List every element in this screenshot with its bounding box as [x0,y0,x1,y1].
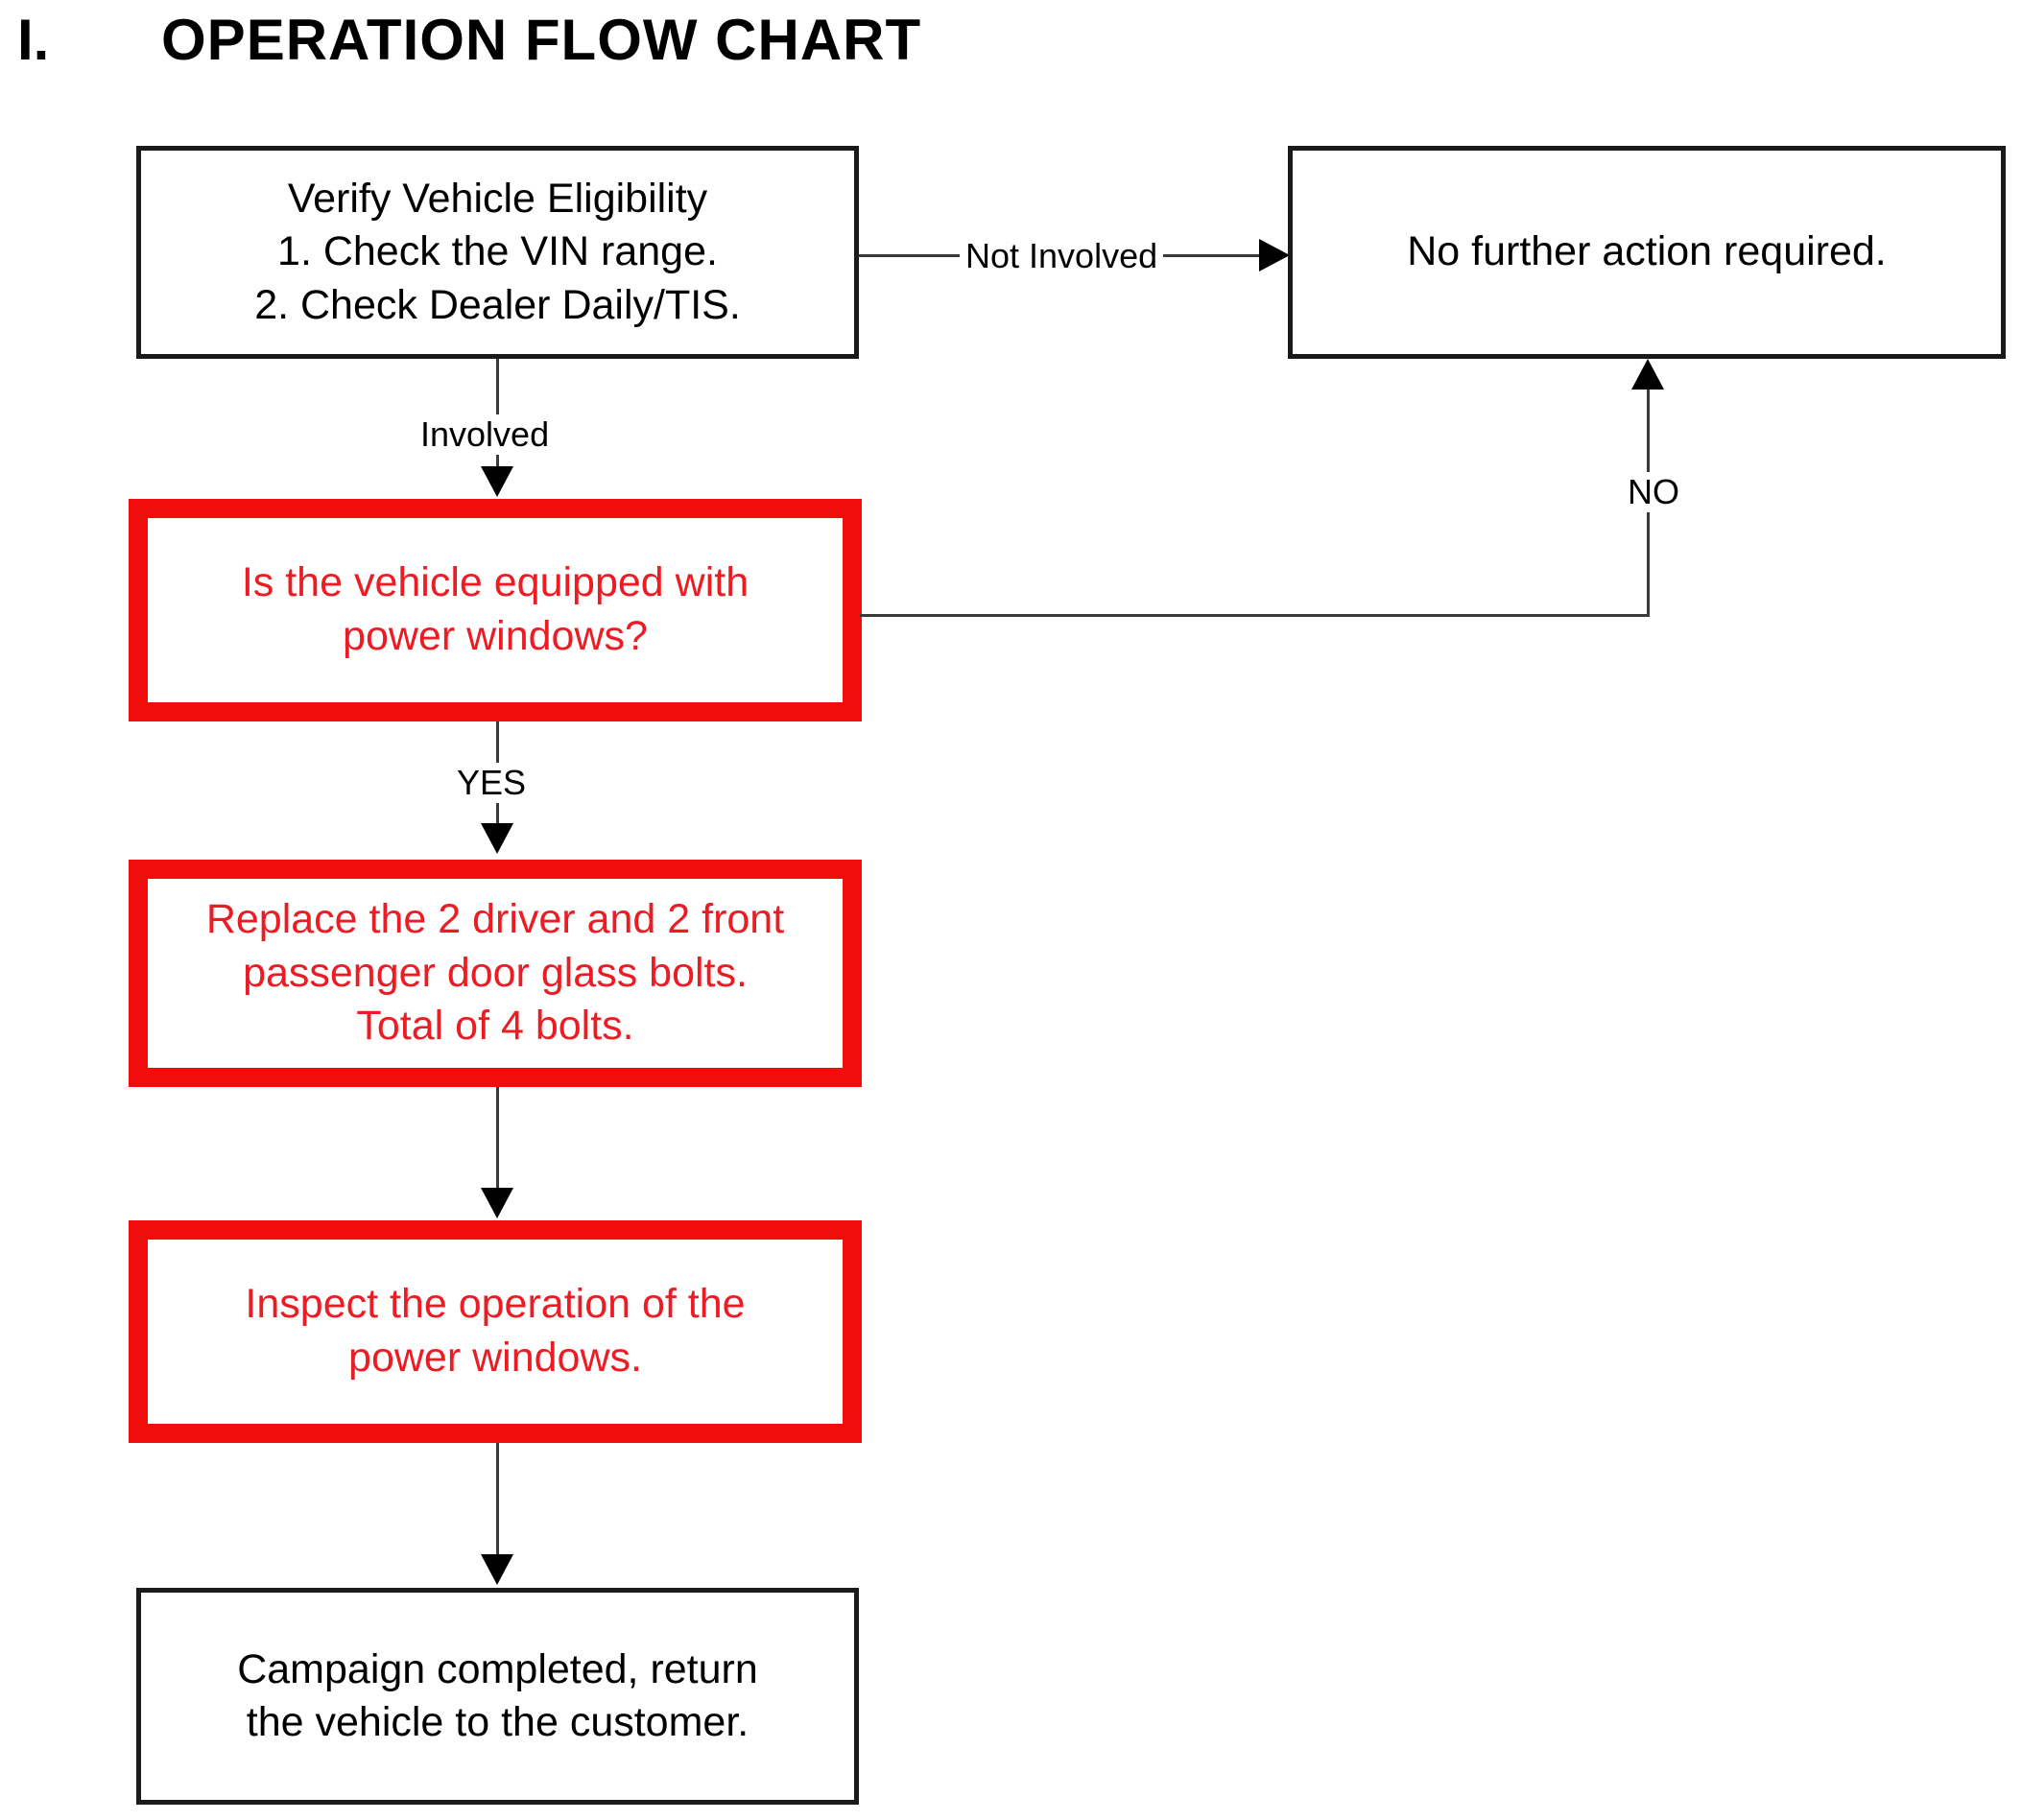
node-inspect-operation: Inspect the operation of the power windo… [129,1220,862,1443]
edge-no-horizontal-line [860,614,1650,617]
node-replace-bolts-line2: passenger door glass bolts. [243,949,748,996]
node-verify-eligibility-line3: 2. Check Dealer Daily/TIS. [254,281,741,328]
node-campaign-completed-line1: Campaign completed, return [237,1645,758,1692]
node-inspect-operation-line1: Inspect the operation of the [245,1281,746,1328]
node-inspect-operation-line2: power windows. [348,1335,642,1381]
section-numeral: I. [17,8,50,72]
edge-label-yes: YES [451,763,533,803]
node-campaign-completed: Campaign completed, return the vehicle t… [136,1588,859,1805]
node-replace-bolts-line3: Total of 4 bolts. [356,1003,634,1050]
edge-label-no: NO [1622,472,1685,512]
edge-involved-arrowhead [481,466,513,497]
node-verify-eligibility-line1: Verify Vehicle Eligibility [287,176,708,223]
edge-not-involved-arrowhead [1259,239,1290,272]
node-no-further-action: No further action required. [1288,146,2006,359]
node-replace-bolts: Replace the 2 driver and 2 front passeng… [129,860,862,1087]
node-replace-bolts-line1: Replace the 2 driver and 2 front [205,895,785,942]
edge-label-not-involved: Not Involved [960,236,1164,276]
edge-no-arrowhead [1631,359,1664,390]
page-title: OPERATION FLOW CHART [161,8,922,72]
node-verify-eligibility: Verify Vehicle Eligibility 1. Check the … [136,146,859,359]
edge-inspect-to-campaign-arrowhead [481,1554,513,1585]
edge-yes-arrowhead [481,823,513,854]
edge-inspect-to-campaign-line [496,1443,499,1556]
edge-replace-to-inspect-arrowhead [481,1188,513,1218]
node-no-further-action-line1: No further action required. [1407,228,1887,275]
edge-label-involved: Involved [415,414,556,455]
node-campaign-completed-line2: the vehicle to the customer. [246,1699,749,1745]
node-power-windows-question-line2: power windows? [343,613,648,659]
node-power-windows-question-line1: Is the vehicle equipped with [241,559,749,606]
node-power-windows-question: Is the vehicle equipped with power windo… [129,499,862,721]
edge-replace-to-inspect-line [496,1087,499,1194]
node-verify-eligibility-line2: 1. Check the VIN range. [277,228,718,275]
